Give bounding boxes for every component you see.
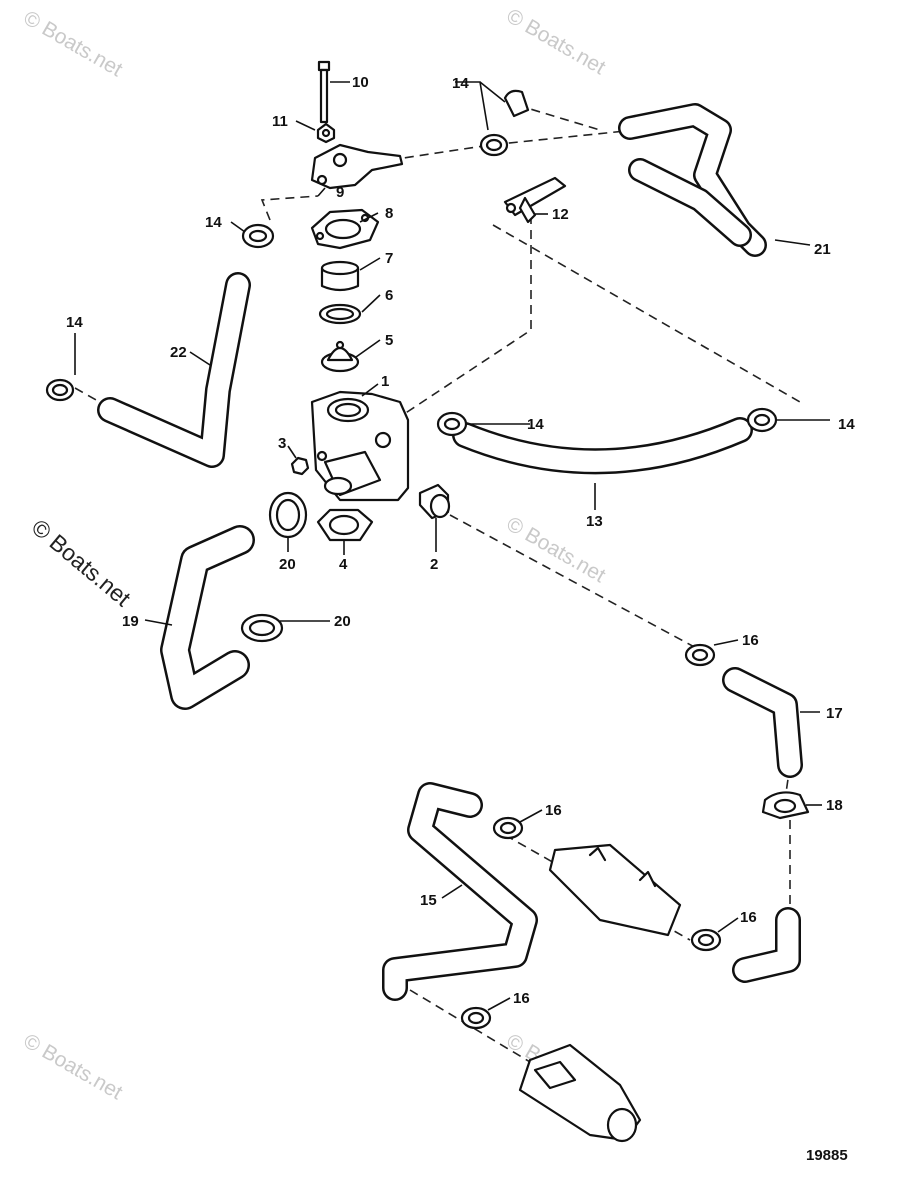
callout-3: 3 xyxy=(278,435,286,452)
clamp-16-c xyxy=(690,928,722,952)
hose-21 xyxy=(618,103,767,257)
hose-19 xyxy=(160,525,255,710)
clamp-20-upper xyxy=(268,491,308,539)
callout-19: 19 xyxy=(122,613,139,630)
callout-16-a: 16 xyxy=(742,632,759,649)
gasket-8 xyxy=(310,208,380,250)
callout-17: 17 xyxy=(826,705,843,722)
callout-8: 8 xyxy=(385,205,393,222)
hose-15 xyxy=(382,782,538,1001)
callout-14-top: 14 xyxy=(452,75,469,92)
watermark-side: © Boats.net xyxy=(27,514,136,612)
watermark-top-left: © Boats.net xyxy=(20,6,127,81)
callout-10: 10 xyxy=(352,74,369,91)
callout-16-c: 16 xyxy=(740,909,757,926)
water-pump xyxy=(518,1043,642,1143)
clamp-14-mid xyxy=(436,411,468,437)
callout-20-upper: 20 xyxy=(279,556,296,573)
callout-16-b: 16 xyxy=(545,802,562,819)
clamp-18 xyxy=(761,791,810,820)
gasket-4 xyxy=(316,508,374,542)
clamp-16-a xyxy=(684,643,716,667)
watermark-bottom-left: © Boats.net xyxy=(20,1029,127,1104)
callout-18: 18 xyxy=(826,797,843,814)
callout-9: 9 xyxy=(336,184,344,201)
callout-14-right: 14 xyxy=(838,416,855,433)
clamp-14-right xyxy=(746,407,778,433)
callout-22: 22 xyxy=(170,344,187,361)
hose-lower-right xyxy=(732,907,801,983)
tee-12 xyxy=(503,176,567,224)
sleeve-7 xyxy=(320,260,360,292)
callout-11: 11 xyxy=(272,113,288,130)
callouts: 10 11 9 8 7 6 5 1 3 2 4 20 20 19 14 14 1… xyxy=(66,74,855,1007)
stud-10 xyxy=(317,60,331,124)
plug-2 xyxy=(418,483,451,520)
thermostat-5 xyxy=(320,340,360,373)
callout-1: 1 xyxy=(381,373,389,390)
callout-13: 13 xyxy=(586,513,603,530)
callout-7: 7 xyxy=(385,250,393,267)
nut-11 xyxy=(316,122,336,144)
diagram-reference-number: 19885 xyxy=(806,1147,848,1164)
callout-14-left-upper: 14 xyxy=(205,214,222,231)
callout-6: 6 xyxy=(385,287,393,304)
callout-4: 4 xyxy=(339,556,348,573)
watermark-top-center: © Boats.net xyxy=(503,4,610,79)
clamp-14-top-b xyxy=(479,133,509,157)
hose-22 xyxy=(97,272,251,468)
seal-6 xyxy=(318,303,362,325)
callout-14-left: 14 xyxy=(66,314,83,331)
clamp-14-left xyxy=(45,378,75,402)
callout-16-d: 16 xyxy=(513,990,530,1007)
callout-15: 15 xyxy=(420,892,437,909)
elbow-9 xyxy=(310,143,404,190)
clamp-20-lower xyxy=(240,613,284,643)
callout-2: 2 xyxy=(430,556,438,573)
callout-21: 21 xyxy=(814,241,831,258)
thermostat-housing-1 xyxy=(310,390,410,502)
nut-3 xyxy=(290,456,310,476)
clamp-16-b xyxy=(492,816,524,840)
hose-17 xyxy=(722,667,803,778)
callout-20-lower: 20 xyxy=(334,613,351,630)
clamp-16-d xyxy=(460,1006,492,1030)
callout-5: 5 xyxy=(385,332,393,349)
callout-12: 12 xyxy=(552,206,569,223)
clamp-14-left-upper xyxy=(241,223,275,249)
filter-canister xyxy=(548,843,682,937)
callout-14-mid: 14 xyxy=(527,416,544,433)
hose-13 xyxy=(452,417,753,475)
leader-lines xyxy=(74,81,830,1011)
clamp-14-top-a xyxy=(503,89,530,118)
